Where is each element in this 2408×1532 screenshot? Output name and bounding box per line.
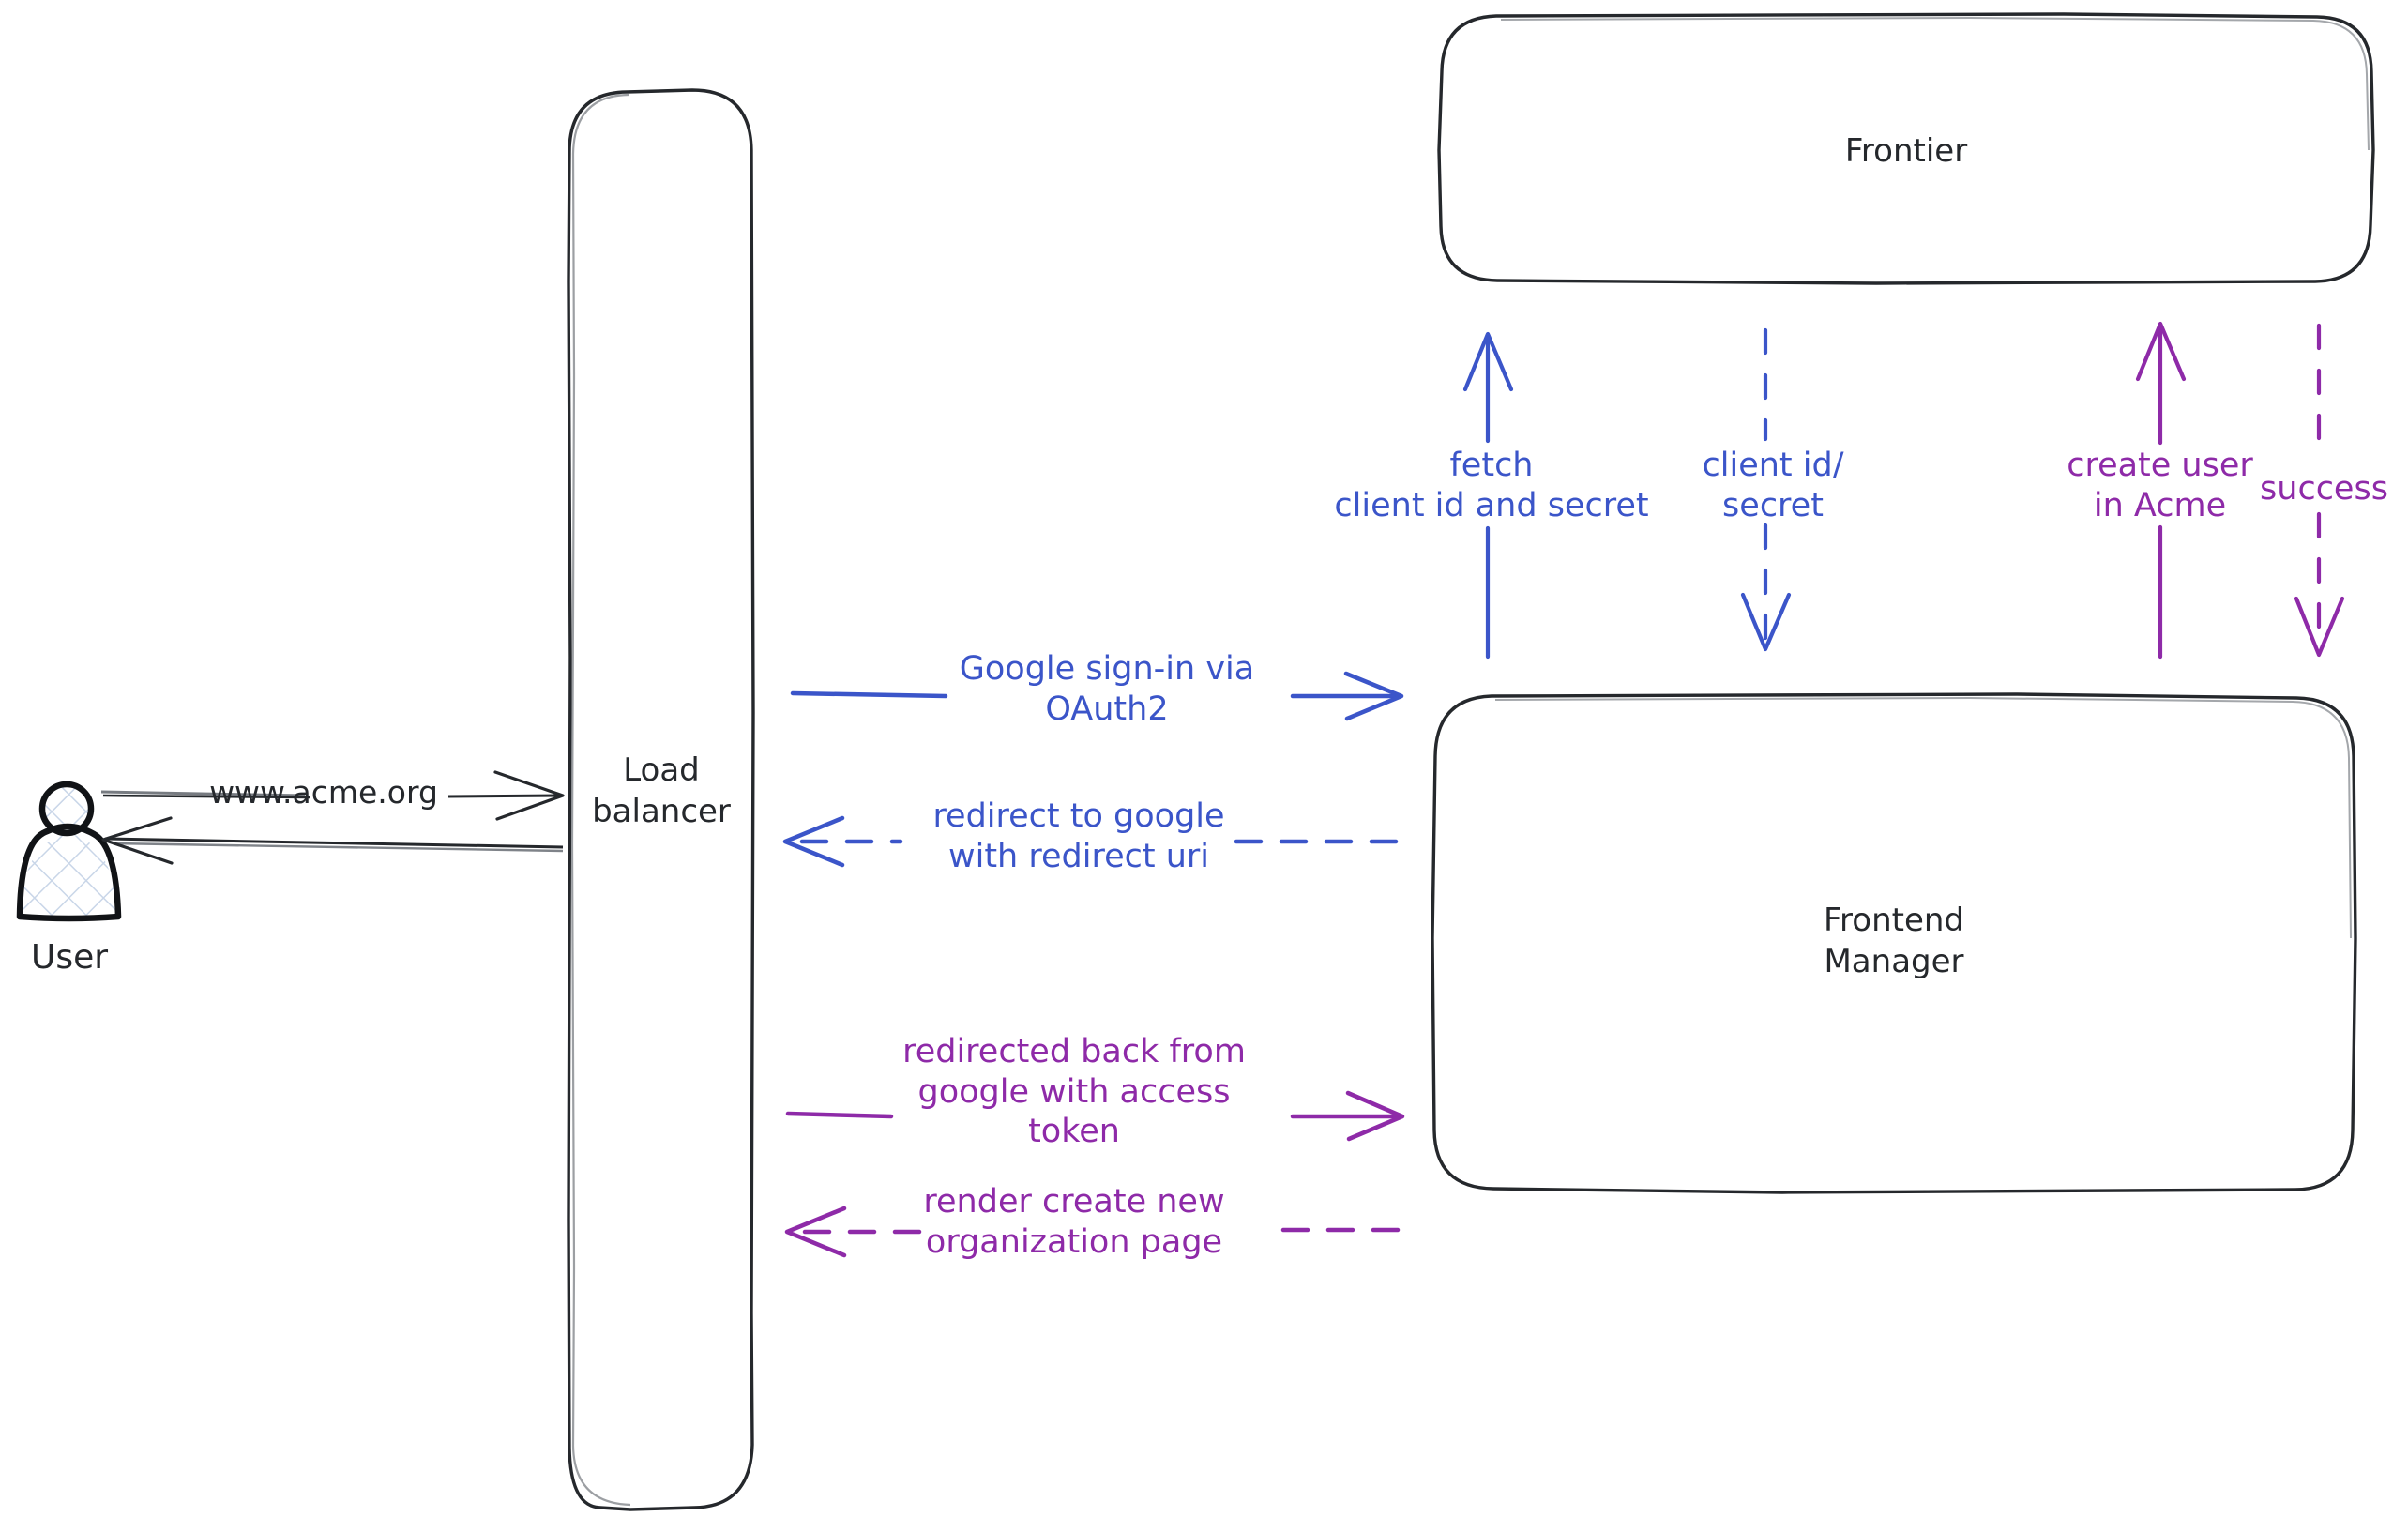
user-actor-icon[interactable]	[16, 781, 122, 922]
edge-label-success: success	[2260, 470, 2388, 508]
edge-redirect-to-google-arrow	[782, 815, 1402, 868]
edge-user-to-load-balancer-arrow	[100, 770, 565, 821]
edge-load-balancer-to-user-arrow	[101, 816, 564, 865]
edge-label-redirected-back: redirected back from google with access …	[902, 1033, 1246, 1151]
edge-google-signin-arrow	[790, 671, 1404, 721]
edge-label-redirect-to-google: redirect to google with redirect uri	[932, 797, 1225, 875]
edge-fetch-client-id-secret-arrow	[1462, 331, 1514, 660]
edge-label-create-user-in-acme: create user in Acme	[2067, 447, 2253, 524]
edge-create-user-arrow	[2135, 321, 2187, 660]
frontier-shape[interactable]	[1437, 12, 2375, 285]
edge-label-www-acme-org: www.acme.org	[209, 774, 438, 811]
edge-client-id-secret-arrow	[1740, 327, 1792, 652]
frontend-manager-shape[interactable]	[1431, 692, 2357, 1194]
edge-success-arrow	[2294, 323, 2345, 658]
frontend-manager-label: Frontend Manager	[1823, 902, 1965, 980]
edge-label-fetch-client-id-secret: fetch client id and secret	[1334, 447, 1649, 524]
edge-label-google-signin: Google sign-in via OAuth2	[959, 650, 1255, 728]
load-balancer-label: Load balancer	[592, 751, 731, 830]
load-balancer-shape[interactable]	[567, 88, 755, 1511]
edge-label-render-create-org: render create new organization page	[923, 1183, 1225, 1261]
edge-render-create-org-arrow	[784, 1206, 1402, 1258]
frontier-label: Frontier	[1844, 132, 1968, 170]
user-actor-label: User	[30, 938, 109, 977]
edge-redirected-back-arrow	[785, 1090, 1405, 1142]
edge-label-client-id-secret: client id/ secret	[1702, 447, 1844, 524]
